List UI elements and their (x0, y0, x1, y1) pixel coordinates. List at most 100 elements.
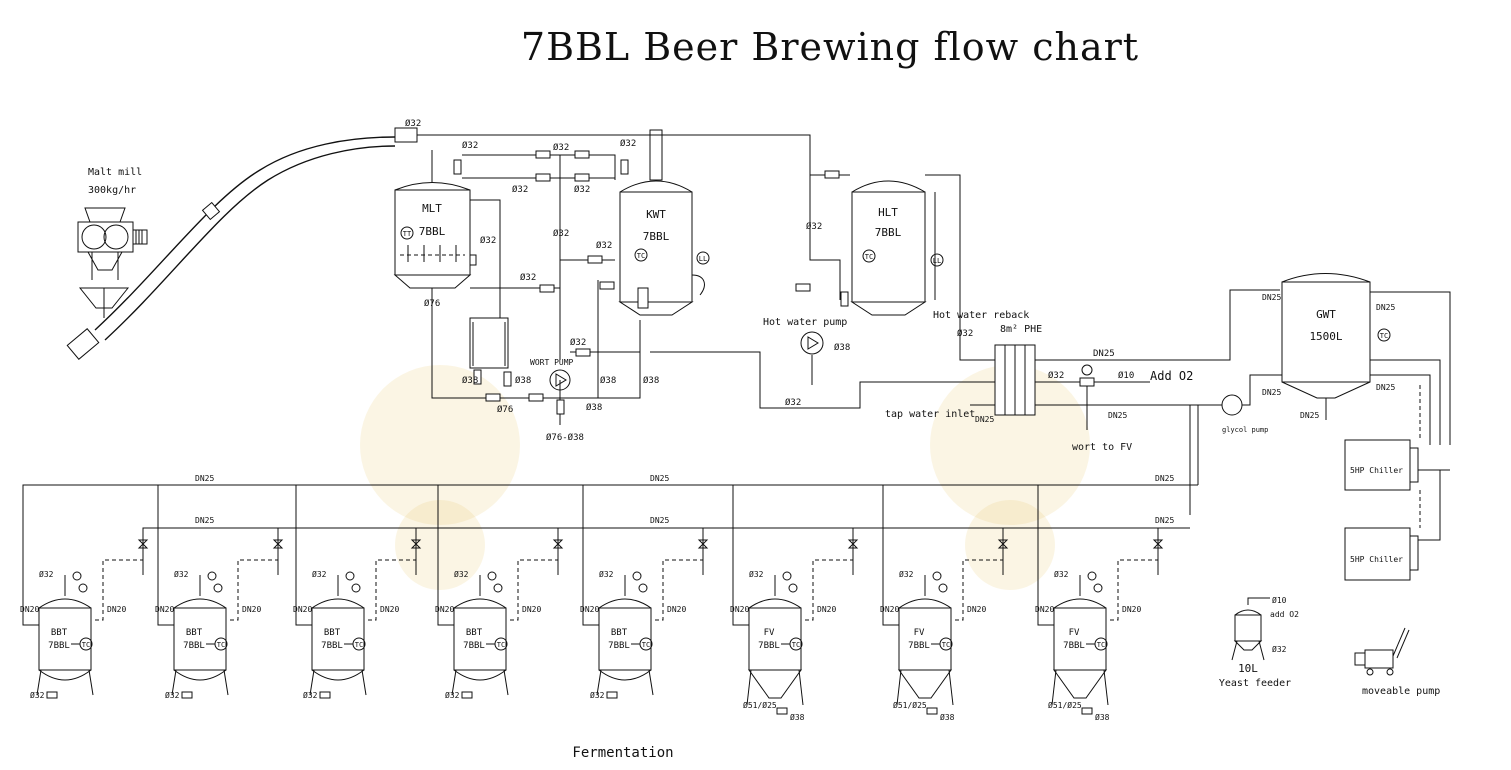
tank-leg (171, 669, 177, 696)
svg-text:Ø32: Ø32 (462, 140, 478, 151)
tank-cone (1053, 669, 1107, 699)
tank-dome (453, 598, 507, 609)
tank-bottom-valve (181, 691, 193, 699)
tank-jacket-valve (697, 539, 709, 549)
svg-text:DN25: DN25 (650, 474, 669, 483)
malt-mill: Malt mill 300kg/hr (66, 136, 396, 360)
svg-text:Ø32: Ø32 (405, 118, 421, 129)
tank-glycol-supply (157, 485, 174, 626)
tank-name: BBT (186, 628, 203, 638)
tank-racking-valve (776, 707, 788, 715)
yeast-feeder: Ø10 add O2 Ø32 10L Yeast feeder (1219, 595, 1299, 689)
tank-tc-label: TC (792, 641, 800, 649)
phe-dn25b-label: DN25 (1108, 411, 1127, 420)
tank-size: 7BBL (608, 641, 630, 651)
glycol-pump-label: glycol pump (1222, 426, 1268, 434)
tank-size: 7BBL (908, 641, 930, 651)
svg-text:Ø32: Ø32 (620, 138, 636, 149)
tank-drain-label: Ø51/Ø25 (743, 700, 777, 710)
tank-jacket-return (655, 559, 703, 621)
tank-racking-label: Ø38 (940, 712, 955, 722)
tank-tc-label: TC (497, 641, 505, 649)
tank-bottom-pipe-label: Ø32 (445, 690, 460, 700)
tank-jacket-valve (847, 539, 859, 549)
tank-jacket-return (510, 559, 558, 621)
tank-jacket-valve (410, 539, 422, 549)
tank-tc-label: TC (1097, 641, 1105, 649)
tank-valve (638, 583, 648, 593)
wort-to-fv-label: wort to FV (1072, 442, 1132, 453)
tank-pg-gauge (207, 571, 217, 581)
tank-dome (1053, 598, 1107, 609)
tank-leg (361, 669, 367, 696)
tank-valve (493, 583, 503, 593)
svg-text:Ø76: Ø76 (497, 404, 513, 415)
tank-dn20-label: DN20 (1122, 605, 1141, 614)
tank-tc-label: TC (355, 641, 363, 649)
tank-bottom (453, 669, 507, 681)
mlt-vessel: MLT 7BBL TT (393, 127, 477, 289)
tank-dn20-label: DN20 (730, 605, 749, 614)
svg-text:Ø38: Ø38 (600, 375, 616, 386)
kwt-vessel: KWT 7BBL TC LL (618, 129, 710, 316)
tank-drain-label: Ø51/Ø25 (1048, 700, 1082, 710)
tank-top-pipe-label: Ø32 (899, 569, 914, 579)
tank-pg-gauge (345, 571, 355, 581)
tank-top-pipe-label: Ø32 (312, 569, 327, 579)
tank-name: BBT (466, 628, 483, 638)
phe-dn25c-label: DN25 (975, 415, 994, 424)
tank-valve (78, 583, 88, 593)
yeast-feeder-name: Yeast feeder (1219, 678, 1291, 689)
tank-jacket-return (368, 559, 416, 621)
wort-pump-label: WORT PUMP (530, 358, 574, 367)
svg-text:DN25: DN25 (1376, 303, 1395, 312)
yeast-feeder-size: 10L (1238, 662, 1258, 675)
tank-valve (213, 583, 223, 593)
svg-text:Ø32: Ø32 (574, 184, 590, 195)
tank-dn20-label: DN20 (1035, 605, 1054, 614)
gwt-name: GWT (1316, 308, 1336, 321)
tank-leg (896, 669, 902, 706)
tank-dn20-label: DN20 (20, 605, 39, 614)
tank-size: 7BBL (48, 641, 70, 651)
tank-dn20-label: DN20 (155, 605, 174, 614)
tank-bottom (598, 669, 652, 681)
tank-dome (598, 598, 652, 609)
tank-racking-label: Ø38 (1095, 712, 1110, 722)
tank-bottom-valve (319, 691, 331, 699)
tank-dn20-label: DN20 (580, 605, 599, 614)
moveable-pump: moveable pump (1354, 627, 1440, 697)
tank-valve (938, 583, 948, 593)
hlt-ll-label: LL (933, 257, 941, 265)
tank-jacket-return (955, 559, 1003, 621)
hot-water-pump-label: Hot water pump (763, 317, 847, 328)
tank-bottom (311, 669, 365, 681)
tank-bottom (38, 669, 92, 681)
tank-pg-gauge (782, 571, 792, 581)
svg-text:Ø76-Ø38: Ø76-Ø38 (546, 432, 584, 443)
svg-text:Ø32: Ø32 (553, 142, 569, 153)
tank-tc-label: TC (217, 641, 225, 649)
tank-pg-gauge (72, 571, 82, 581)
tank-pg-gauge (932, 571, 942, 581)
tank-top-pipe-label: Ø32 (454, 569, 469, 579)
svg-text:Ø32: Ø32 (553, 228, 569, 239)
tank-top-pipe-label: Ø32 (39, 569, 54, 579)
svg-text:DN25: DN25 (1376, 383, 1395, 392)
svg-text:DN25: DN25 (650, 516, 669, 525)
tank-tc-sensor (79, 637, 93, 651)
kwt-tc-label: TC (637, 252, 645, 260)
mlt-name: MLT (422, 202, 442, 215)
tank-jacket-valve (1152, 539, 1164, 549)
tank-leg (309, 669, 315, 696)
tank-glycol-supply (295, 485, 312, 626)
tank-jacket-return (95, 559, 143, 621)
tank-leg (88, 669, 94, 696)
tank-dn20-label: DN20 (293, 605, 312, 614)
tank-glycol-supply (582, 485, 599, 626)
svg-text:add O2: add O2 (1270, 610, 1299, 619)
